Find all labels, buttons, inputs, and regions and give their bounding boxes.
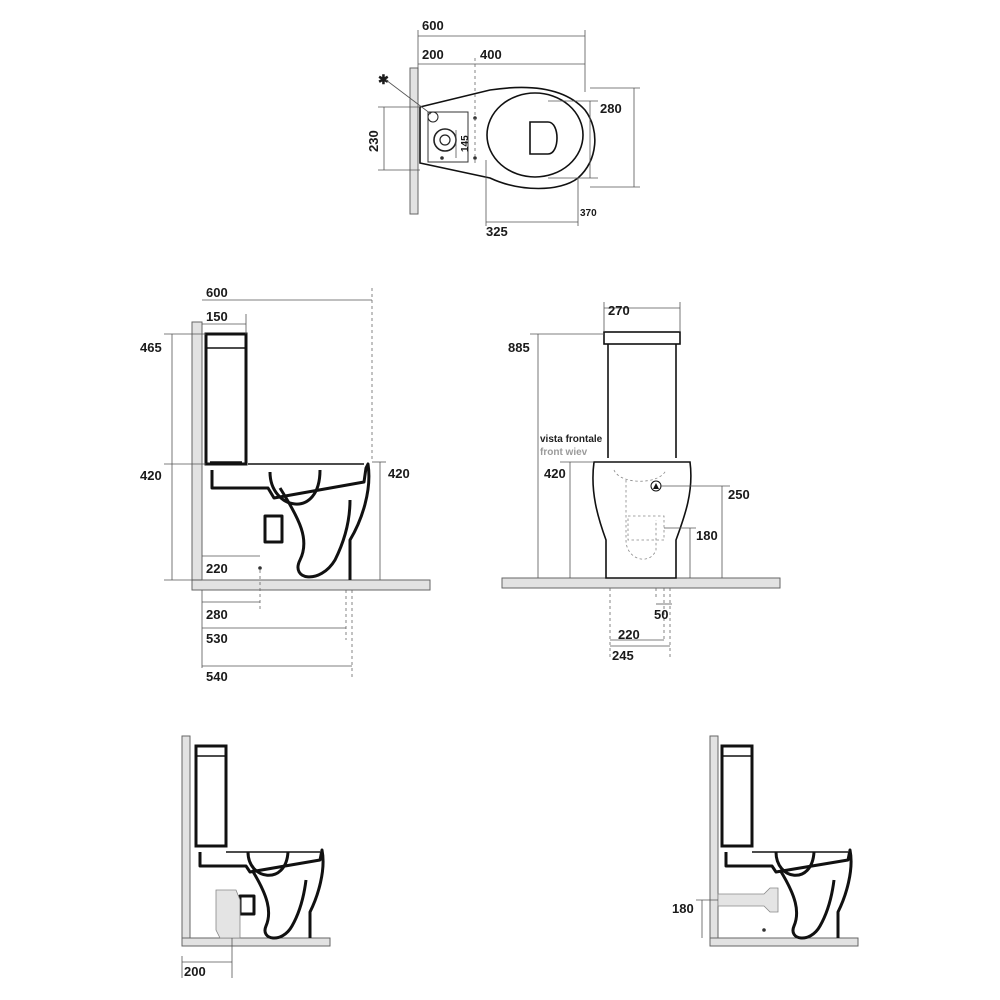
front-floor [501, 577, 781, 589]
front-dim-50: 50 [654, 607, 668, 622]
side-dim-540: 540 [206, 669, 228, 684]
front-dim-270: 270 [608, 303, 630, 318]
top-inlet-center [439, 134, 451, 146]
front-dim-250: 250 [728, 487, 750, 502]
top-bowl [486, 92, 584, 178]
top-dim-600: 600 [422, 18, 444, 33]
side-dim-280: 280 [206, 607, 228, 622]
wall-view-dim-180: 180 [672, 901, 694, 916]
front-dim-220: 220 [618, 627, 640, 642]
front-pan [592, 461, 692, 579]
top-valve [427, 111, 439, 123]
top-wall [409, 67, 419, 215]
top-dim-400: 400 [480, 47, 502, 62]
top-body-outline [419, 86, 596, 190]
floor-view-dim-200: 200 [184, 964, 206, 979]
front-view: 270 885 vista frontale front wiev 420 25… [501, 302, 781, 663]
front-cistern-lid [603, 331, 681, 345]
side-pan [210, 462, 371, 580]
side-view: 600 150 465 420 420 220 280 530 540 [140, 285, 431, 684]
side-wall [191, 321, 203, 591]
front-dim-420: 420 [544, 466, 566, 481]
wall-outlet-pipe [717, 887, 779, 913]
side-trap [278, 487, 352, 579]
top-seat-opening [529, 121, 558, 155]
side-floor [191, 579, 431, 591]
wall-view-wall [709, 735, 719, 947]
top-dim-230: 230 [366, 130, 381, 152]
top-fix-hole-3 [440, 156, 444, 160]
side-dim-465: 465 [140, 340, 162, 355]
floor-outlet-pipe [215, 889, 241, 939]
side-dim-530: 530 [206, 631, 228, 646]
top-fix-hole-2 [473, 156, 477, 160]
floor-view-wall [181, 735, 191, 947]
side-dim-420-right: 420 [388, 466, 410, 481]
front-dim-180: 180 [696, 528, 718, 543]
wall-view-floor [709, 937, 859, 947]
wall-outlet-view: 180 [672, 735, 859, 947]
front-view-label-it: vista frontale [540, 434, 603, 445]
top-view: 600 200 400 280 230 145 325 370 ✱ [366, 18, 640, 239]
top-dim-370: 370 [580, 208, 597, 219]
top-dim-325: 325 [486, 224, 508, 239]
side-dim-220: 220 [206, 561, 228, 576]
wall-view-cistern [720, 744, 754, 848]
side-dim-150: 150 [206, 309, 228, 324]
front-dim-885: 885 [508, 340, 530, 355]
front-view-label-en: front wiev [540, 447, 588, 458]
asterisk-icon: ✱ [378, 72, 389, 87]
floor-view-floor [181, 937, 331, 947]
side-dim-420: 420 [140, 468, 162, 483]
side-dim-600: 600 [206, 285, 228, 300]
side-cistern [204, 332, 248, 466]
top-inlet-ring [433, 128, 457, 152]
floor-view-cistern [194, 744, 228, 848]
top-dim-145: 145 [460, 135, 471, 152]
floor-outlet-view: 200 [181, 735, 331, 979]
top-cistern [427, 111, 469, 163]
front-dim-245: 245 [612, 648, 634, 663]
top-dim-200: 200 [422, 47, 444, 62]
top-dim-280: 280 [600, 101, 622, 116]
